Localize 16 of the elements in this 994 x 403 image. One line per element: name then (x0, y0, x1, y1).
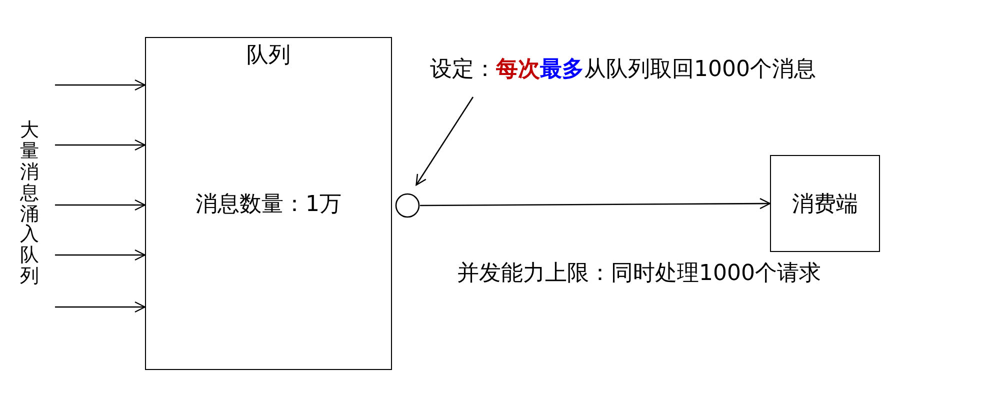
annotation-text: 设定：每次最多从队列取回1000个消息 (430, 52, 930, 88)
arrow (420, 198, 771, 210)
arrow (55, 301, 146, 313)
arrow (55, 249, 146, 261)
arrow (416, 96, 474, 186)
arrow (55, 79, 146, 91)
edge-note: 并发能力上限：同时处理1000个请求 (457, 260, 821, 288)
process-box (770, 155, 880, 252)
arrow (55, 139, 146, 151)
connector-circle (395, 193, 420, 218)
side-label: 大量消息涌入队列 (20, 120, 39, 288)
arrow (55, 199, 146, 211)
box-text: 消费端 (792, 190, 858, 218)
box-title: 队列 (246, 42, 290, 70)
box-text: 消息数量：1万 (196, 190, 342, 218)
process-box (145, 37, 392, 370)
